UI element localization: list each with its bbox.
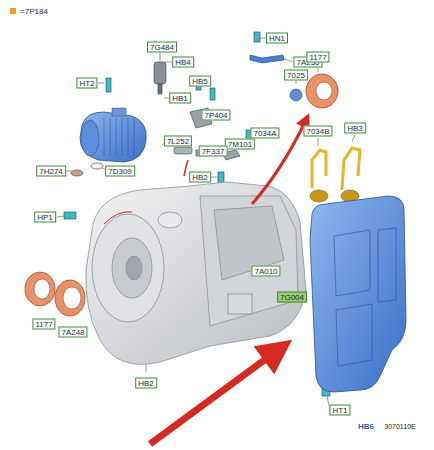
callout-number: 7D309 bbox=[105, 166, 135, 177]
callout-number: 7034B bbox=[303, 126, 332, 137]
transmission-housing bbox=[86, 182, 306, 364]
callout-number: HB6 bbox=[356, 422, 376, 431]
fin bbox=[116, 118, 117, 156]
leader-lines bbox=[57, 38, 355, 410]
callout-number: HB3 bbox=[344, 123, 366, 134]
callout-number: 7G484 bbox=[147, 42, 177, 53]
fin bbox=[110, 118, 111, 156]
fin bbox=[134, 118, 135, 156]
callout-number: 7P404 bbox=[201, 110, 230, 121]
callout-number: HB2 bbox=[135, 378, 157, 389]
callout-number: HP1 bbox=[34, 212, 56, 223]
callout-number: 7G004 bbox=[277, 292, 307, 303]
callout-number: HN1 bbox=[266, 33, 288, 44]
fin bbox=[104, 118, 105, 156]
callout-number: HT2 bbox=[76, 78, 97, 89]
callout-number: 1177 bbox=[306, 52, 329, 63]
callout-number: 7025 bbox=[284, 70, 308, 81]
callout-number: 7M101 bbox=[225, 139, 255, 150]
callout-number: HB2 bbox=[189, 172, 211, 183]
callout-number: HB4 bbox=[172, 57, 194, 68]
callout-number: 7H274 bbox=[36, 166, 66, 177]
callout-number: 7A010 bbox=[251, 266, 280, 277]
motor bbox=[80, 108, 146, 162]
callout-number: HB5 bbox=[189, 76, 211, 87]
marker bbox=[10, 8, 16, 14]
callout-number: 7A248 bbox=[58, 327, 87, 338]
callout-number: =7P184 bbox=[18, 7, 50, 16]
fin bbox=[128, 118, 129, 156]
fin bbox=[122, 118, 123, 156]
oil-pan bbox=[310, 196, 406, 392]
callout-number: 7L252 bbox=[164, 136, 192, 147]
red-arrows bbox=[104, 120, 306, 444]
small-parts bbox=[64, 32, 330, 396]
callout-number: HT1 bbox=[329, 405, 350, 416]
callout-number: 7034A bbox=[250, 128, 279, 139]
tubes bbox=[310, 148, 360, 202]
callout-number: 1177 bbox=[32, 319, 55, 330]
callout-number: 7F337 bbox=[199, 146, 228, 157]
callout-number: HB1 bbox=[169, 93, 191, 104]
drawing-code: 3070110E bbox=[382, 422, 417, 431]
